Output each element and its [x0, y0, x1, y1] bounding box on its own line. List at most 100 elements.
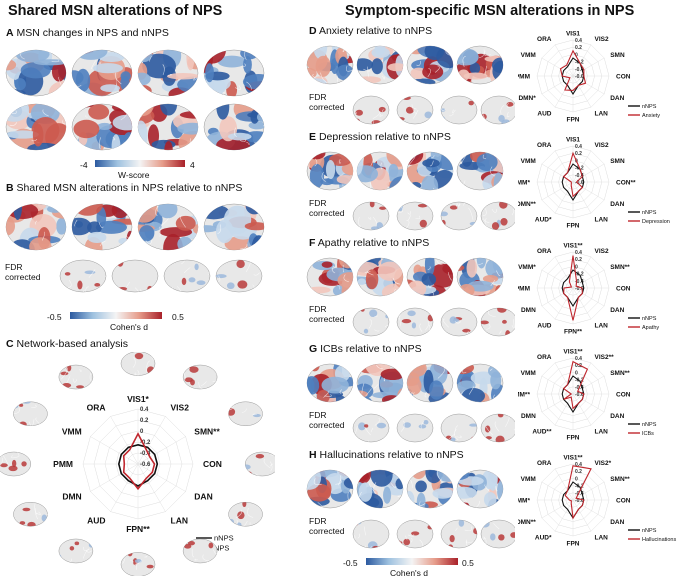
wscore-label: W-score — [118, 170, 150, 180]
brain-surfaces-a — [5, 49, 265, 151]
brain-g-row2-3 — [480, 413, 515, 443]
radar-spoke — [554, 44, 574, 77]
radar-axis-label: VMM — [62, 427, 82, 437]
radar-axis-label: FPN** — [564, 328, 583, 335]
radar-spoke — [541, 499, 574, 519]
radar-axis-label: DMN — [521, 307, 536, 314]
panel-f-label: F Apathy relative to nNPS — [309, 237, 429, 249]
panel-h-letter: H — [309, 449, 317, 461]
radar-tick-label: 0.4 — [140, 407, 149, 413]
fdr-line-2: corrected — [309, 314, 345, 324]
radar-axis-label: VIS1** — [563, 242, 583, 249]
panel-e-letter: E — [309, 131, 317, 143]
cohens-b-max: 0.5 — [172, 312, 184, 322]
panel-h-label: H Hallucinations relative to nNPS — [309, 449, 464, 461]
brain-a-row1-1 — [71, 49, 133, 97]
cohens-b-min: -0.5 — [47, 312, 62, 322]
legend-label: NPS — [214, 544, 229, 553]
cohens-right-label: Cohen's d — [390, 568, 429, 578]
radar-axis-label: SMN** — [610, 370, 630, 377]
radar-series-group — [562, 360, 589, 410]
radar-axis-label: ORA — [537, 354, 552, 361]
radar-spoke — [554, 181, 574, 214]
radar-axis-label: FPN** — [126, 524, 150, 534]
radar-spoke — [572, 362, 592, 395]
radar-axis-label: ORA — [87, 403, 106, 413]
legend-label: Apathy — [642, 325, 659, 331]
brain-e-row2-1 — [396, 201, 434, 231]
radar-chart-d: 0.40.20-0.2-0.4-0.6VIS1VIS2SMNCONDANLANF… — [518, 30, 660, 123]
right-column-title: Symptom-specific MSN alterations in NPS — [345, 3, 635, 19]
legend-label: ICBs — [642, 431, 654, 437]
fdr-line-2: corrected — [309, 526, 345, 536]
panel-a-text: MSN changes in NPS and nNPS — [16, 27, 169, 39]
radar-chart-c: 0.40.20-0.2-0.4-0.6VIS1*VIS2SMN**CONDANL… — [0, 352, 275, 576]
radar-axis-label: FPN — [567, 540, 580, 547]
brain-b-row1-2 — [137, 203, 199, 251]
brain-b-row2-3 — [215, 259, 263, 293]
radar-spoke — [572, 499, 592, 532]
brain-d-row2-2 — [440, 95, 478, 125]
legend-label: nNPS — [642, 210, 657, 216]
brain-g-row1-3 — [456, 363, 504, 403]
network-brain-11 — [58, 364, 94, 390]
brain-surfaces-g — [306, 363, 515, 443]
radar-series-nnps — [561, 57, 585, 96]
legend-label: nNPS — [642, 422, 657, 428]
brain-a-row1-0 — [5, 49, 67, 97]
legend-label: nNPS — [642, 104, 657, 110]
radar-tick-label: 0 — [140, 429, 144, 435]
radar-axis-label: DAN — [610, 201, 624, 208]
brain-g-row1-2 — [406, 363, 454, 403]
panel-c-letter: C — [6, 338, 14, 350]
radar-spoke — [572, 287, 592, 320]
radar-tick-label: 0 — [575, 476, 578, 482]
brain-e-row1-2 — [406, 151, 454, 191]
radar-spoke — [541, 269, 574, 289]
radar-axis-label: VMM* — [518, 264, 536, 271]
radar-tick-label: -0.2 — [140, 440, 151, 446]
radar-spoke — [572, 269, 605, 289]
brain-e-row1-0 — [306, 151, 354, 191]
radar-axis-label: LAN — [595, 429, 609, 436]
radar-axis-label: FPN — [567, 434, 580, 441]
radar-spoke — [554, 362, 574, 395]
panel-h-title: Hallucinations relative to nNPS — [319, 449, 464, 461]
radar-axis-label: ORA — [537, 142, 552, 149]
radar-spoke — [541, 57, 574, 77]
radar-chart-h: 0.40.20-0.2-0.4-0.6VIS1**VIS2*SMN**CONDA… — [518, 454, 676, 547]
radar-spoke — [90, 436, 139, 465]
fdr-line-2: corrected — [309, 102, 345, 112]
radar-spoke — [137, 436, 186, 465]
radar-spoke — [90, 463, 139, 492]
radar-axis-label: LAN — [171, 515, 188, 525]
brain-f-row2-3 — [480, 307, 515, 337]
brain-grid-b — [0, 198, 270, 298]
radar-series-group — [564, 465, 592, 520]
radar-tick-label: 0.4 — [575, 144, 582, 150]
radar-spoke — [572, 393, 605, 413]
cohens-right-min: -0.5 — [343, 558, 358, 568]
brain-grid-a — [0, 44, 270, 159]
cohens-colorbar-b — [70, 312, 162, 319]
fdr-line-1: FDR — [309, 92, 327, 102]
radar-axis-label: DAN — [610, 519, 624, 526]
network-brain-2 — [228, 401, 263, 427]
radar-axis-label: SMN** — [194, 427, 220, 437]
fdr-line-1: FDR — [5, 262, 23, 272]
radar-spoke — [572, 287, 605, 307]
radar-axis-label: AUD — [537, 323, 551, 330]
brain-surfaces-h — [306, 469, 515, 549]
radar-tick-label: 0 — [575, 264, 578, 270]
radar-tick-label: -0.6 — [575, 180, 584, 186]
panel-d-label: D Anxiety relative to nNPS — [309, 25, 432, 37]
network-brain-0 — [120, 352, 156, 376]
brain-e-row2-2 — [440, 201, 478, 231]
panel-g-label: G ICBs relative to nNPS — [309, 343, 422, 355]
radar-axis-label: VIS1** — [563, 454, 583, 461]
radar-spoke — [137, 463, 166, 512]
radar-axis-label: VIS1 — [566, 30, 580, 37]
radar-tick-label: -0.6 — [575, 74, 584, 80]
